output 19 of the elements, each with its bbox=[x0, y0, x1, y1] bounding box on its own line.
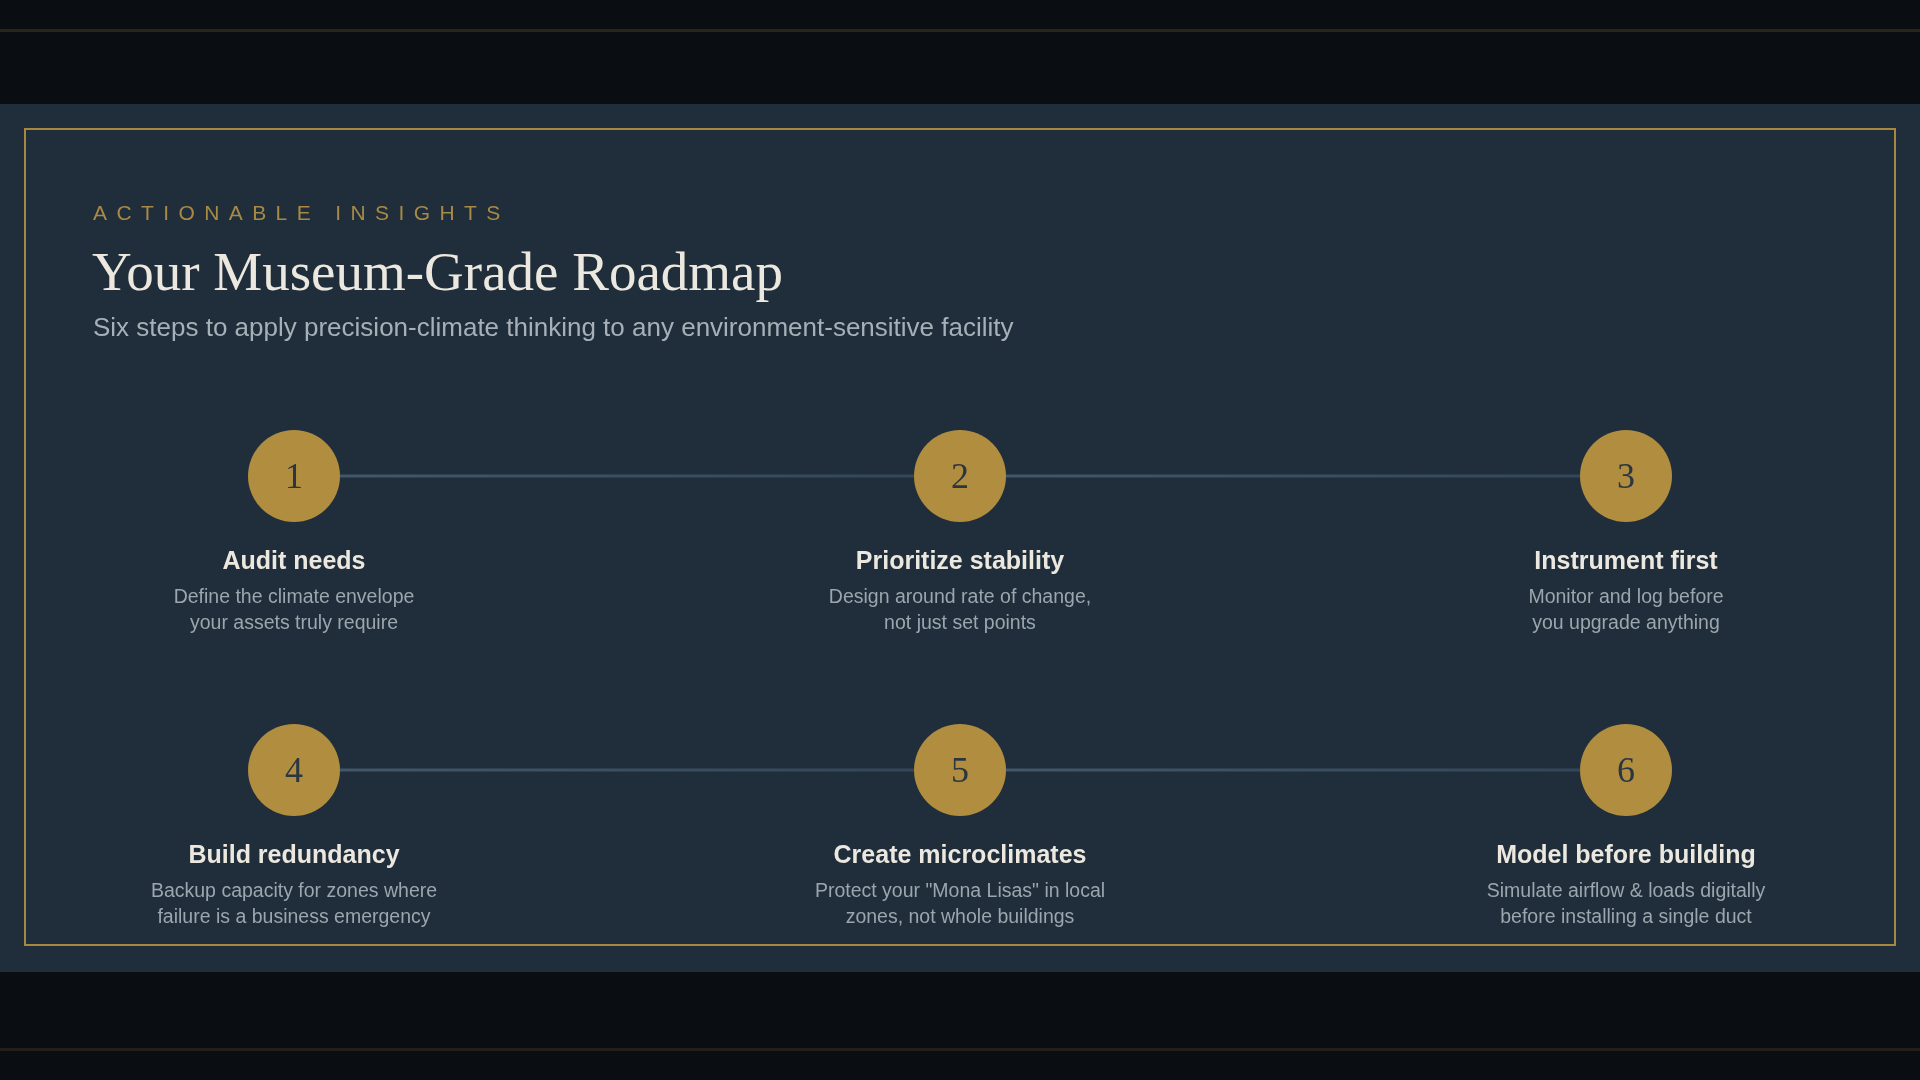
step-description: Protect your "Mona Lisas" in local zones, not whole buildings bbox=[813, 878, 1107, 929]
page-title: Your Museum-Grade Roadmap bbox=[92, 240, 783, 304]
step-description: Monitor and log before you upgrade anything bbox=[1527, 584, 1725, 635]
step-description: Backup capacity for zones where failure is a business emergency bbox=[149, 878, 439, 929]
step-title: Instrument first bbox=[1534, 546, 1718, 574]
step-description: Define the climate envelope your assets truly require bbox=[172, 584, 416, 635]
connector-line bbox=[1006, 768, 1580, 772]
step-title: Create microclimates bbox=[833, 840, 1087, 868]
connector-line bbox=[340, 474, 914, 478]
connector-line bbox=[340, 768, 914, 772]
subtitle: Six steps to apply precision-climate thinking to any environment-sensitive facility bbox=[93, 311, 1014, 343]
eyebrow-label: ACTIONABLE INSIGHTS bbox=[93, 201, 510, 225]
step-description: Design around rate of change, not just set points bbox=[827, 584, 1093, 635]
step-title: Prioritize stability bbox=[855, 546, 1065, 574]
step-title: Build redundancy bbox=[188, 840, 400, 868]
step-title: Model before building bbox=[1496, 840, 1756, 868]
connector-line bbox=[1006, 474, 1580, 478]
step-title: Audit needs bbox=[222, 546, 366, 574]
step-description: Simulate airflow & loads digitally before installing a single duct bbox=[1485, 878, 1767, 929]
